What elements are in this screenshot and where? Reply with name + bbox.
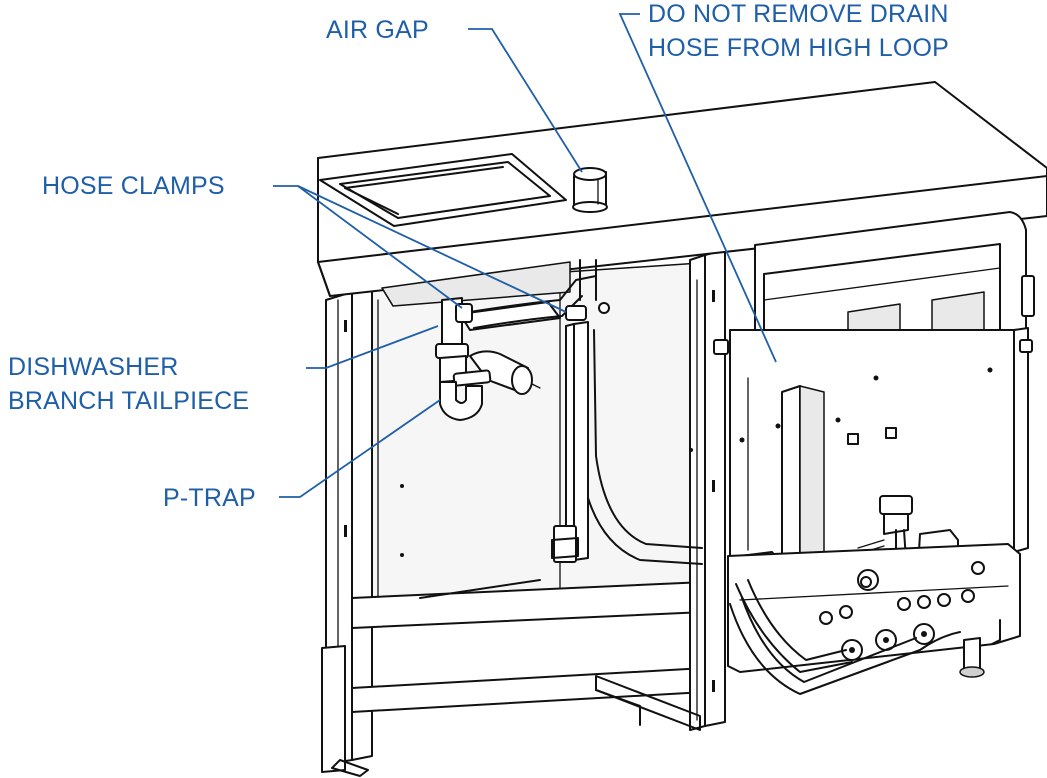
air-gap <box>572 167 608 213</box>
sink-bowl <box>319 153 571 307</box>
countertop <box>317 81 1047 297</box>
tailpiece-label-line1: DISHWASHER <box>8 353 179 381</box>
sink-cabinet <box>321 249 726 777</box>
drain-hose-label-line1: DO NOT REMOVE DRAIN <box>648 0 949 28</box>
dishwasher <box>713 211 1035 695</box>
air-gap-label: AIR GAP <box>326 16 429 44</box>
callout-labels: AIR GAP DO NOT REMOVE DRAIN HOSE FROM HI… <box>8 0 949 512</box>
drain-hose-label-line2: HOSE FROM HIGH LOOP <box>648 34 949 62</box>
hose-clamps-label: HOSE CLAMPS <box>42 172 225 200</box>
tailpiece-label-line2: BRANCH TAILPIECE <box>8 387 249 415</box>
p-trap-assembly <box>435 297 561 421</box>
sink-cabinet-rails <box>551 321 589 563</box>
leader-lines <box>273 13 777 498</box>
p-trap-label: P-TRAP <box>163 484 256 512</box>
